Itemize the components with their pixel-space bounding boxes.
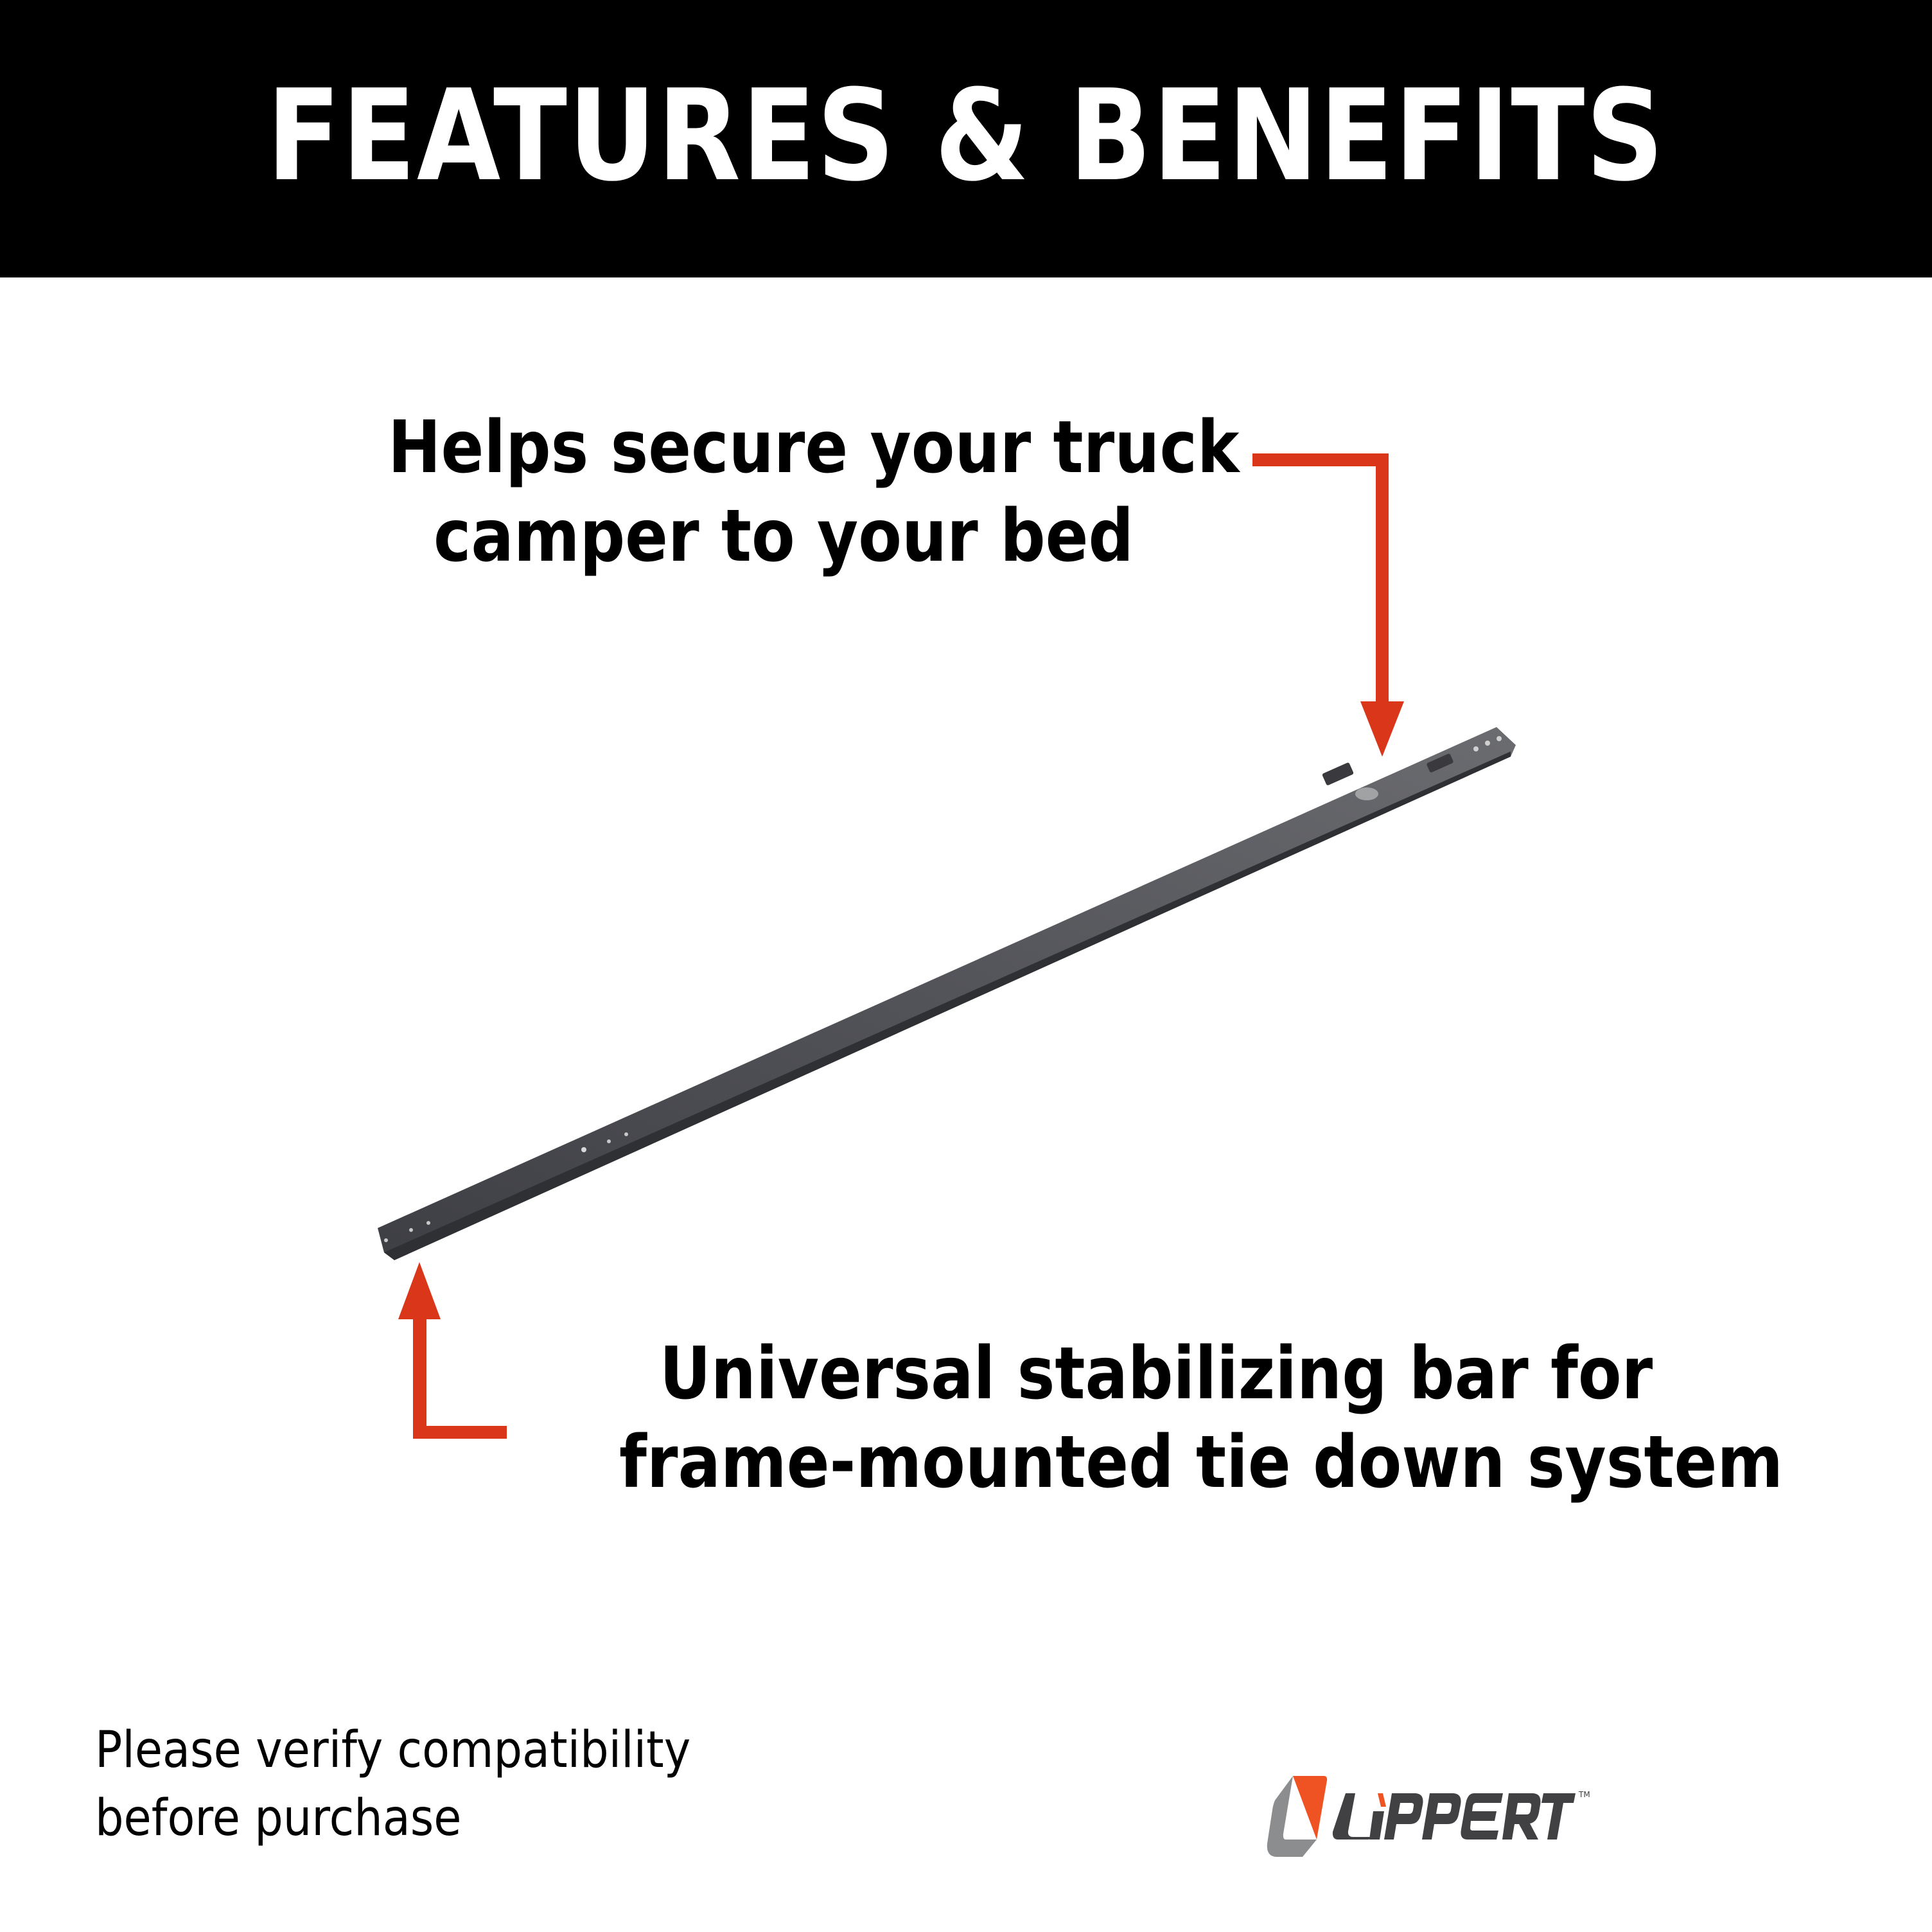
feature-callout-universal: Universal stabilizing bar for frame-moun… <box>546 1330 1784 1507</box>
callout-line: Helps secure your truck <box>388 406 1240 489</box>
lippert-wordmark <box>1332 1793 1576 1840</box>
disclaimer-line: before purchase <box>95 1789 462 1847</box>
page-title: FEATURES & BENEFITS <box>267 63 1665 209</box>
lippert-mark-icon <box>1267 1776 1328 1857</box>
callout-line: frame-mounted tie down system <box>619 1421 1784 1504</box>
disclaimer-line: Please verify compatibility <box>95 1721 691 1779</box>
callout-line: camper to your bed <box>433 495 1134 578</box>
compatibility-disclaimer: Please verify compatibility before purch… <box>95 1716 690 1852</box>
trademark-symbol: TM <box>1578 1790 1590 1799</box>
feature-callout-secure: Helps secure your truck camper to your b… <box>334 403 1240 581</box>
header-banner: FEATURES & BENEFITS <box>0 0 1932 277</box>
lippert-logo: TM <box>1267 1776 1590 1857</box>
stabilizing-bar-image <box>378 727 1516 1260</box>
down-arrow-icon <box>1252 453 1404 757</box>
callout-line: Universal stabilizing bar for <box>659 1332 1653 1416</box>
up-arrow-icon <box>398 1262 507 1439</box>
